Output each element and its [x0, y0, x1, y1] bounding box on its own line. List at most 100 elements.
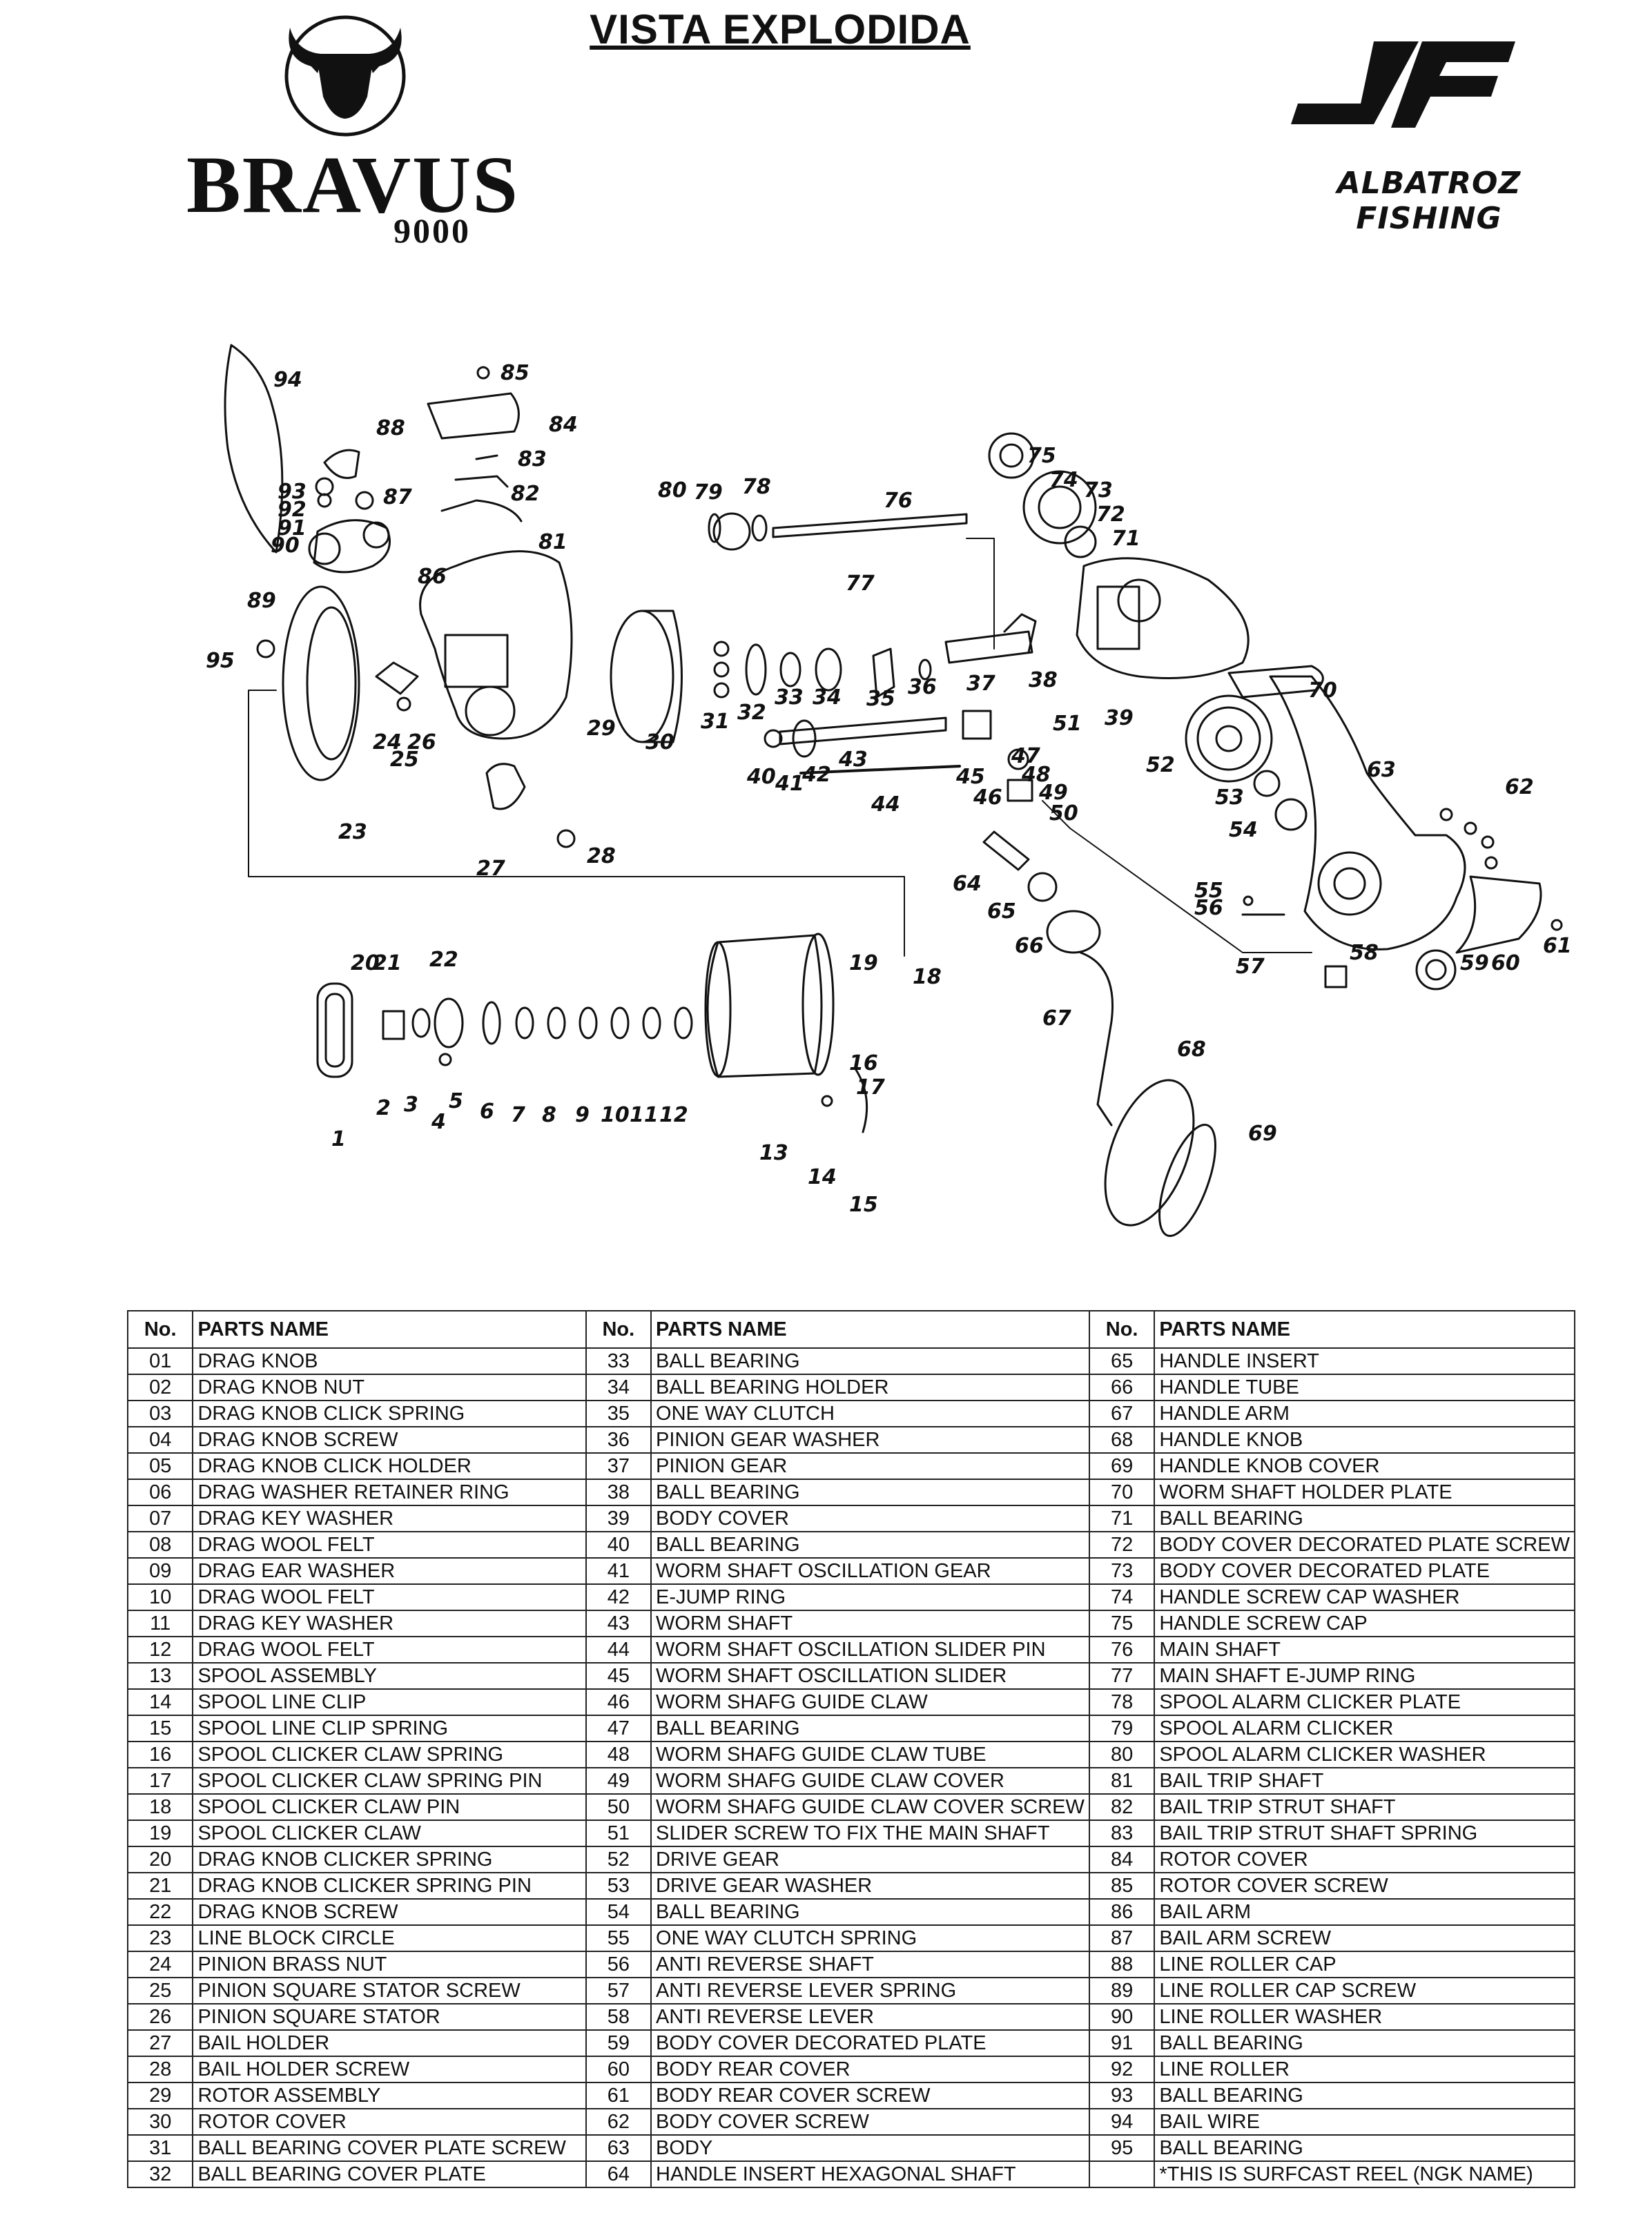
part-number: 02	[126, 1374, 194, 1401]
callout-label: 10	[601, 1103, 630, 1127]
part-number: 49	[585, 1767, 652, 1795]
af-mark-icon	[1291, 41, 1515, 128]
callout-label: 23	[338, 820, 367, 844]
part-name: BALL BEARING	[1154, 2134, 1575, 2162]
part-name: WORM SHAFT OSCILLATION SLIDER PIN	[650, 1636, 1090, 1664]
part-name: MAIN SHAFT	[1154, 1636, 1575, 1664]
part-number: 91	[1088, 2029, 1156, 2057]
callout-label: 57	[1236, 955, 1265, 979]
callout-label: 95	[206, 649, 235, 673]
callout-label: 27	[476, 857, 505, 881]
part-name: BALL BEARING COVER PLATE SCREW	[192, 2134, 587, 2162]
callout-label: 59	[1460, 951, 1489, 975]
callout-label: 92	[278, 498, 307, 522]
part-name: DRAG KNOB CLICKER SPRING	[192, 1846, 587, 1873]
decorated-plate-shape	[1022, 470, 1097, 545]
part-number: 29	[126, 2082, 194, 2109]
table-header-row: No. PARTS NAME No. PARTS NAME No. PARTS …	[126, 1310, 1575, 1349]
part-number: 74	[1088, 1583, 1156, 1611]
part-name: DRAG KNOB	[192, 1347, 587, 1375]
callout-label: 74	[1049, 468, 1078, 492]
pinion-gear-shape	[944, 630, 1033, 664]
callout-label: 38	[1029, 668, 1058, 692]
part-number: 13	[126, 1662, 194, 1690]
brand-name: BRAVUS	[186, 139, 519, 230]
callout-label: 32	[737, 701, 766, 725]
callout-label: 18	[913, 965, 942, 989]
callout-label: 47	[1011, 744, 1040, 768]
part-number: 21	[126, 1872, 194, 1900]
part-number: 73	[1088, 1557, 1156, 1585]
part-name: WORM SHAFT HOLDER PLATE	[1154, 1479, 1575, 1506]
part-number: 33	[585, 1347, 652, 1375]
part-number: 26	[126, 2003, 194, 2031]
part-name: BODY	[650, 2134, 1090, 2162]
part-number: 20	[126, 1846, 194, 1873]
callout-label: 6	[480, 1100, 494, 1124]
part-name: HANDLE INSERT	[1154, 1347, 1575, 1375]
callout-label: 1	[331, 1127, 346, 1151]
callout-label: 78	[742, 475, 771, 499]
callout-label: 80	[658, 478, 687, 503]
part-number: 17	[126, 1767, 194, 1795]
body-rear-cover-shape	[1455, 875, 1542, 954]
part-number: 19	[126, 1820, 194, 1847]
part-number: 85	[1088, 1872, 1156, 1900]
handle-shaft-shape	[982, 830, 1030, 871]
callout-label: 79	[694, 480, 723, 505]
callout-label: 50	[1049, 801, 1078, 826]
callout-label: 55	[1194, 879, 1223, 903]
part-number: 18	[126, 1793, 194, 1821]
part-number: 90	[1088, 2003, 1156, 2031]
part-name: BALL BEARING	[1154, 1505, 1575, 1532]
page-title: VISTA EXPLODIDA	[590, 6, 971, 52]
part-number: 38	[585, 1479, 652, 1506]
bail-arm-shape	[313, 519, 391, 574]
rotor-front-plate-shape	[282, 585, 360, 781]
part-name: ONE WAY CLUTCH	[650, 1400, 1090, 1427]
part-name: LINE ROLLER CAP	[1154, 1951, 1575, 1978]
part-number: 24	[126, 1951, 194, 1978]
part-name: DRAG KEY WASHER	[192, 1505, 587, 1532]
part-name: ANTI REVERSE SHAFT	[650, 1951, 1090, 1978]
part-number: 30	[126, 2108, 194, 2136]
rotor-cover-cup-shape	[610, 609, 674, 743]
part-name: WORM SHAFT OSCILLATION GEAR	[650, 1557, 1090, 1585]
callout-label: 73	[1084, 478, 1113, 503]
callout-label: 29	[587, 716, 616, 741]
part-number: 56	[585, 1951, 652, 1978]
callout-label: 89	[247, 589, 276, 613]
part-name: HANDLE ARM	[1154, 1400, 1575, 1427]
part-name: HANDLE KNOB COVER	[1154, 1452, 1575, 1480]
callout-label: 52	[1146, 753, 1175, 777]
part-number: 48	[585, 1741, 652, 1768]
part-name: PINION GEAR	[650, 1452, 1090, 1480]
part-number: 28	[126, 2056, 194, 2083]
part-number: 62	[585, 2108, 652, 2136]
part-number: 57	[585, 1977, 652, 2004]
part-number: 69	[1088, 1452, 1156, 1480]
drag-knob-shape	[316, 982, 353, 1078]
callout-label: 49	[1038, 781, 1068, 805]
part-name: ANTI REVERSE LEVER SPRING	[650, 1977, 1090, 2004]
part-name: LINE ROLLER	[1154, 2056, 1575, 2083]
part-number: 59	[585, 2029, 652, 2057]
part-number: 04	[126, 1426, 194, 1454]
callout-label: 82	[511, 482, 540, 506]
rotor-cover-shape	[427, 392, 520, 440]
part-name: DRAG KNOB CLICKER SPRING PIN	[192, 1872, 587, 1900]
callout-label: 44	[871, 792, 900, 817]
part-number: 12	[126, 1636, 194, 1664]
